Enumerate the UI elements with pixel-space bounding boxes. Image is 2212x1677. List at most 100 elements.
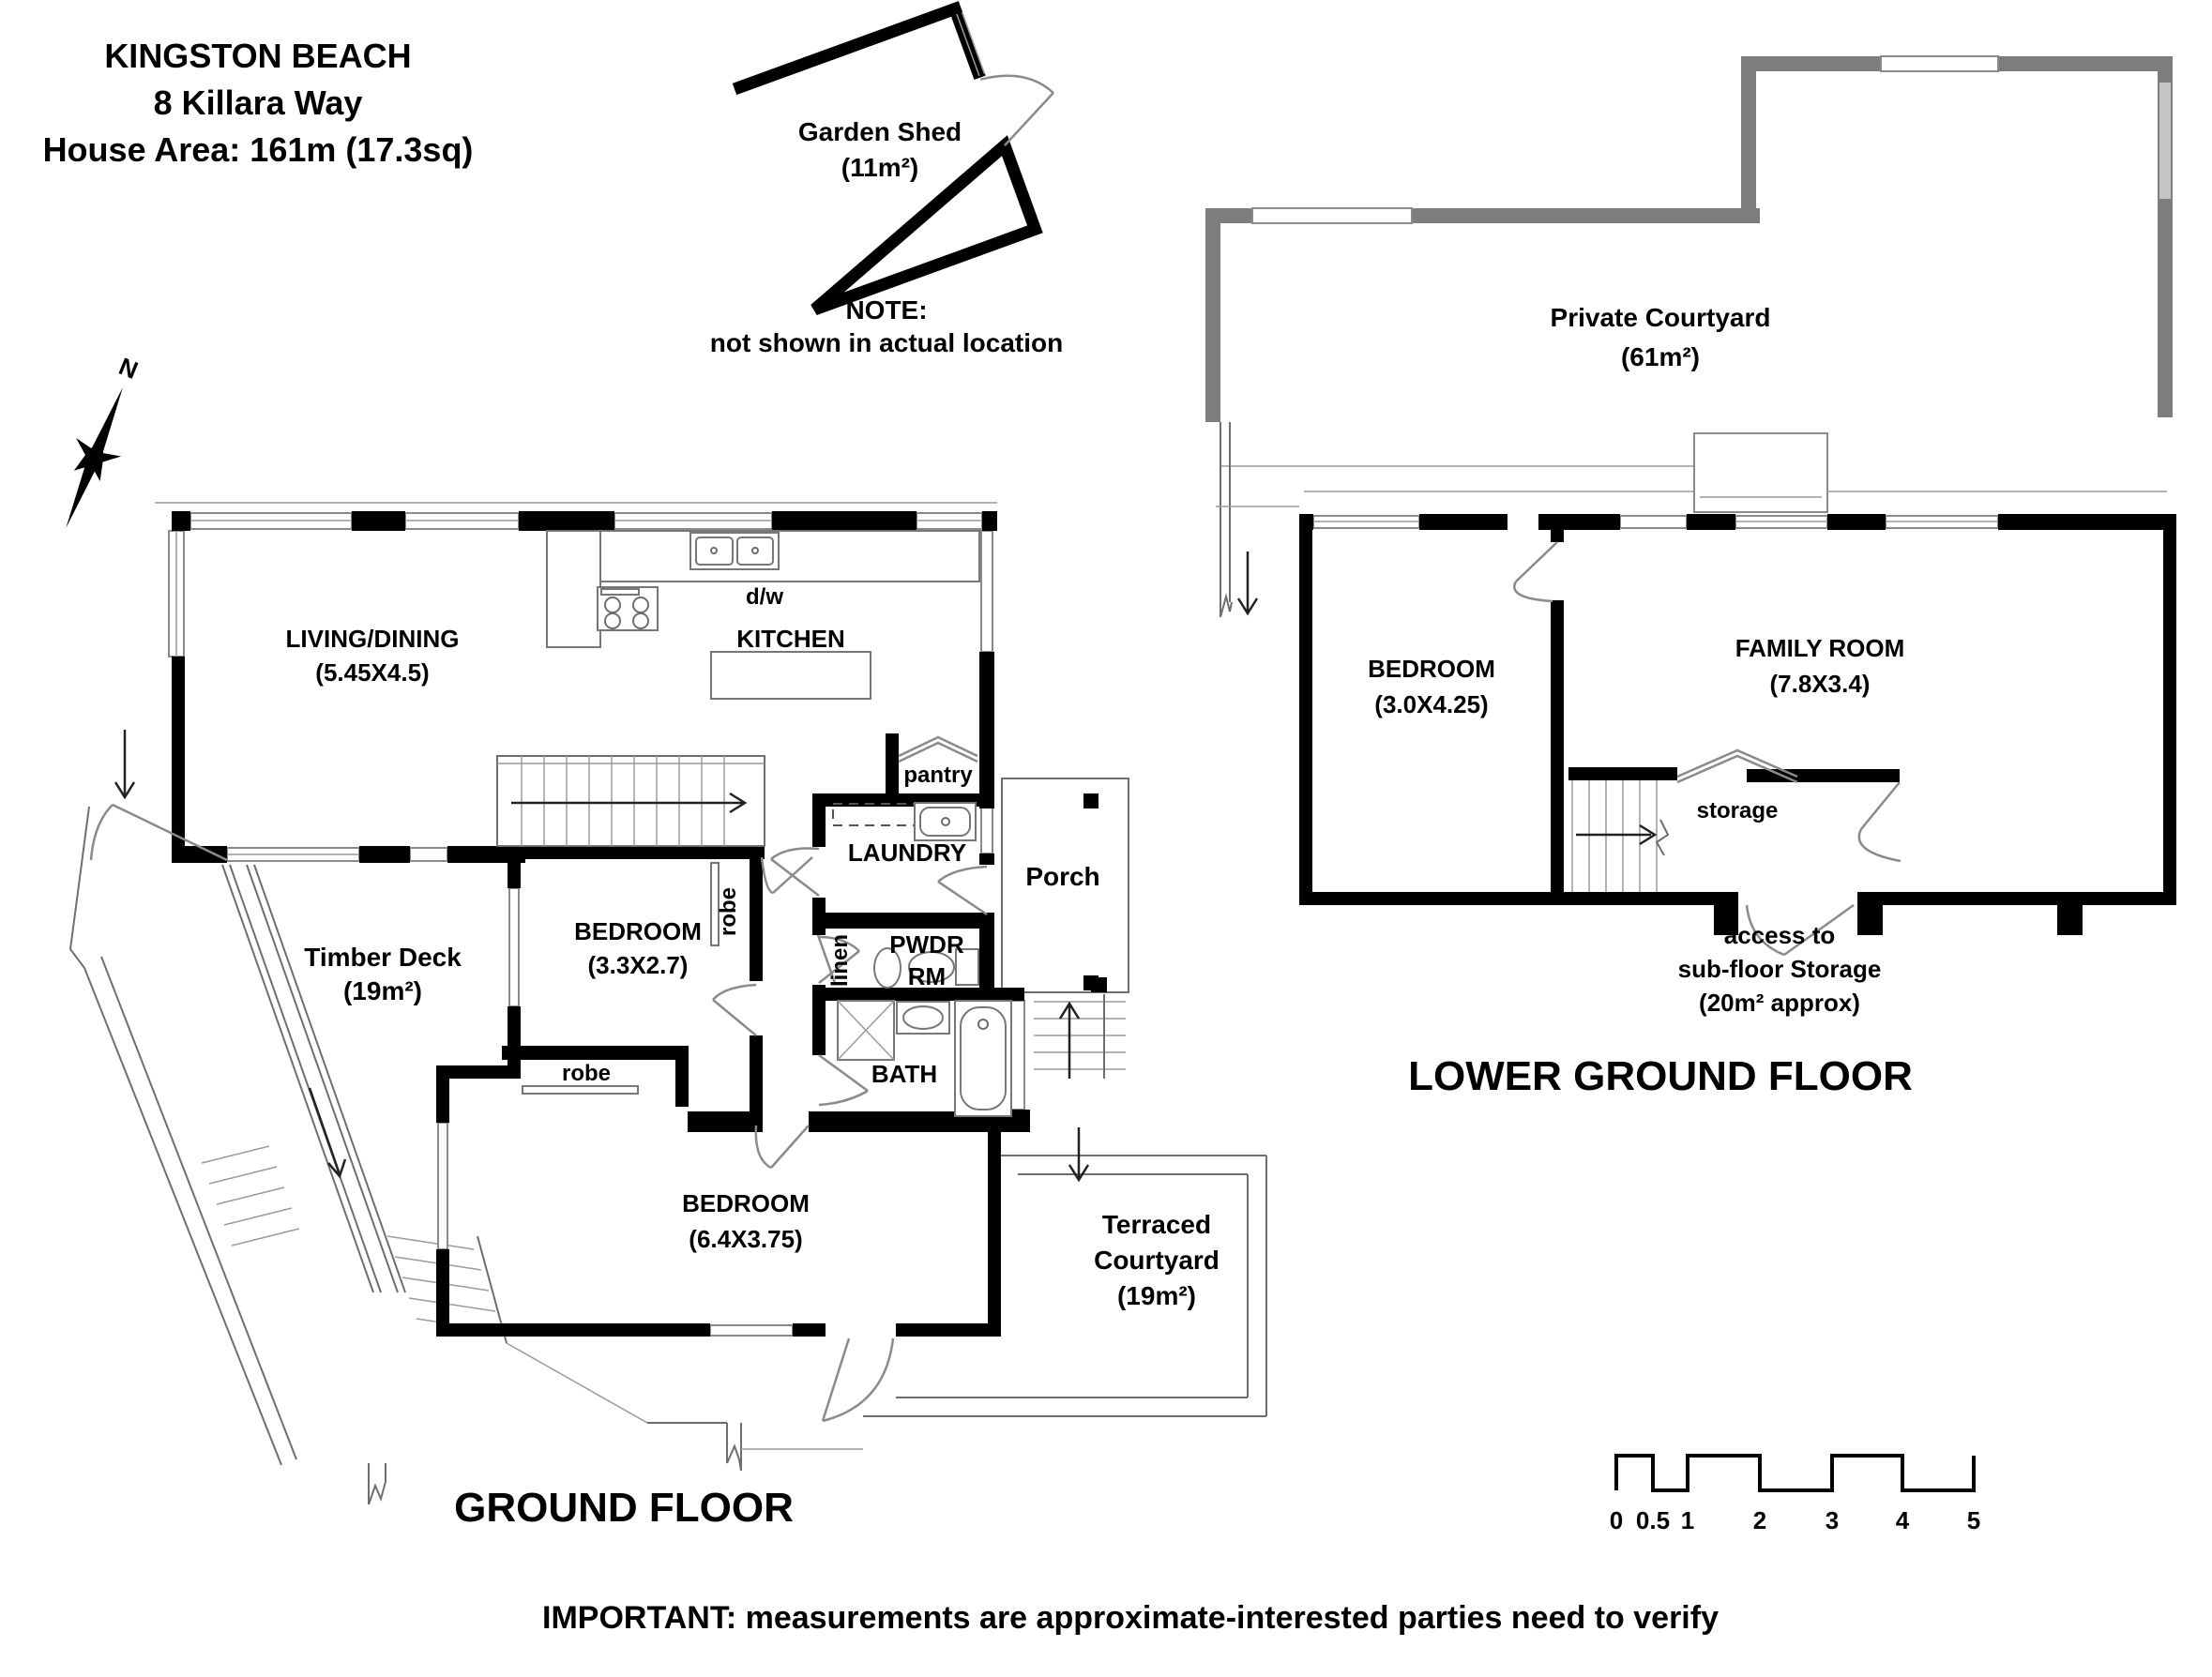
courtyard-planter <box>1693 432 1828 513</box>
internal-stairs <box>496 755 765 847</box>
entry-door <box>89 803 228 862</box>
lower-ground-floor-plan: Private Courtyard (61m²) BEDROOM (3.0X4.… <box>1205 55 2176 1099</box>
kitchen-sink <box>689 532 780 570</box>
porch-label: Porch <box>1025 862 1099 891</box>
scale-tick-05: 0.5 <box>1636 1506 1670 1534</box>
porch: Porch <box>1001 778 1129 1079</box>
access-line1: access to <box>1724 921 1836 949</box>
compass-star <box>73 437 122 482</box>
kitchen-label: KITCHEN <box>736 625 845 653</box>
courtyard-gate <box>821 1337 895 1423</box>
bedroom2-dims: (6.4X3.75) <box>689 1225 802 1253</box>
private-courtyard-area: (61m²) <box>1621 342 1700 371</box>
laundry-label: LAUNDRY <box>848 838 966 867</box>
courtyard-entry-arrow <box>1068 1127 1090 1183</box>
private-courtyard-walls <box>1205 55 2173 422</box>
lower-bedroom-door <box>1513 541 1558 603</box>
robe1-label: robe <box>716 887 741 936</box>
powder-room-door <box>818 935 860 984</box>
access-line3: (20m² approx) <box>1699 989 1860 1017</box>
terraced-courtyard-label2: Courtyard <box>1094 1246 1220 1275</box>
scale-tick-5: 5 <box>1967 1506 1980 1534</box>
terraced-courtyard: Terraced Courtyard (19m²) <box>647 1127 1267 1472</box>
bedroom1-dims: (3.3X2.7) <box>588 951 689 979</box>
linen-label: linen <box>827 934 853 987</box>
linen-door <box>816 934 837 984</box>
lower-stairs-arrow <box>1576 819 1670 856</box>
lower-ground-walls <box>1299 514 2176 935</box>
terraced-courtyard-label1: Terraced <box>1102 1210 1211 1239</box>
ground-floor-plan: Timber Deck (19m²) <box>68 502 1267 1531</box>
powder-room-label1: PWDR <box>889 930 964 959</box>
porch-steps-arrow <box>1058 1001 1081 1079</box>
hall-door <box>760 856 813 895</box>
scale-bar: 0 0.5 1 2 3 4 5 <box>1610 1454 1980 1534</box>
scale-tick-0: 0 <box>1610 1506 1623 1534</box>
robe2-label: robe <box>562 1061 611 1086</box>
scale-tick-1: 1 <box>1681 1506 1694 1534</box>
stove-icon <box>597 586 659 631</box>
bath-door <box>818 1053 869 1107</box>
bath-fixtures <box>837 1000 1012 1117</box>
powder-room-label2: RM <box>908 962 946 990</box>
lower-bedroom-dims: (3.0X4.25) <box>1374 690 1488 718</box>
ground-floor-doors <box>89 730 988 1170</box>
sub-floor-access-door <box>1745 903 1855 957</box>
bedroom1-label: BEDROOM <box>574 917 702 945</box>
shed-note-text: not shown in actual location <box>710 328 1063 357</box>
scale-tick-2: 2 <box>1753 1506 1766 1534</box>
porch-post <box>1083 793 1098 808</box>
shower-icon <box>837 1000 895 1061</box>
break-symbol-yard <box>647 1422 863 1472</box>
bedroom2-door <box>754 1125 810 1170</box>
retaining-lines <box>1216 422 1299 618</box>
access-line2: sub-floor Storage <box>1678 955 1882 983</box>
powder-basin <box>873 947 901 989</box>
pantry-doors <box>898 735 978 763</box>
garden-shed-door-leaf <box>1004 92 1054 146</box>
timber-deck-label: Timber Deck <box>304 943 462 972</box>
family-storage-door <box>1857 781 1901 863</box>
laundry-fixtures <box>832 802 977 841</box>
lower-ground-windows <box>1312 515 1999 529</box>
ground-floor-title: GROUND FLOOR <box>454 1485 794 1531</box>
lower-entry-arrow <box>1236 551 1259 616</box>
disclaimer-text: IMPORTANT: measurements are approximate-… <box>542 1600 1719 1636</box>
garden-shed-door-arc <box>979 74 1054 94</box>
bedroom2-label: BEDROOM <box>682 1189 810 1217</box>
garden-shed-label: Garden Shed <box>798 117 962 146</box>
timber-deck-area: (19m²) <box>343 976 422 1005</box>
bath-label: BATH <box>871 1060 937 1088</box>
garden-shed: Garden Shed (11m²) NOTE: not shown in ac… <box>710 1 1063 357</box>
scale-tick-3: 3 <box>1826 1506 1839 1534</box>
living-dining-label: LIVING/DINING <box>286 625 460 653</box>
garden-shed-area: (11m²) <box>841 153 918 182</box>
living-dining-dims: (5.45X4.5) <box>315 658 429 687</box>
header-address: 8 Killara Way <box>154 83 363 122</box>
bathtub-icon <box>954 1000 1012 1117</box>
stairs-direction-arrow <box>511 792 748 814</box>
kitchen-fixtures <box>546 530 980 763</box>
storage-label: storage <box>1697 798 1779 823</box>
family-room-label: FAMILY ROOM <box>1735 634 1905 662</box>
entry-arrow <box>114 730 136 800</box>
bath-basin <box>896 1001 950 1035</box>
laundry-bench <box>832 803 916 826</box>
robe-shelves <box>522 862 720 1095</box>
laundry-door <box>770 847 820 897</box>
family-room-dims: (7.8X3.4) <box>1770 670 1871 698</box>
terraced-courtyard-area: (19m²) <box>1117 1281 1196 1310</box>
laundry-porch-door <box>937 865 988 916</box>
pantry-label: pantry <box>903 763 973 788</box>
lower-ground-doors <box>1513 541 1901 957</box>
storage-chevron-doors <box>1676 748 1798 784</box>
bedroom1-door <box>712 983 757 1036</box>
private-courtyard-label: Private Courtyard <box>1551 303 1771 332</box>
header-house-area: House Area: 161m (17.3sq) <box>43 130 474 169</box>
header-suburb: KINGSTON BEACH <box>104 37 411 75</box>
lower-ground-floor-title: LOWER GROUND FLOOR <box>1408 1053 1913 1099</box>
deck-direction-arrow <box>308 1087 347 1179</box>
break-symbol-left <box>368 1463 386 1505</box>
kitchen-counter <box>599 530 980 582</box>
